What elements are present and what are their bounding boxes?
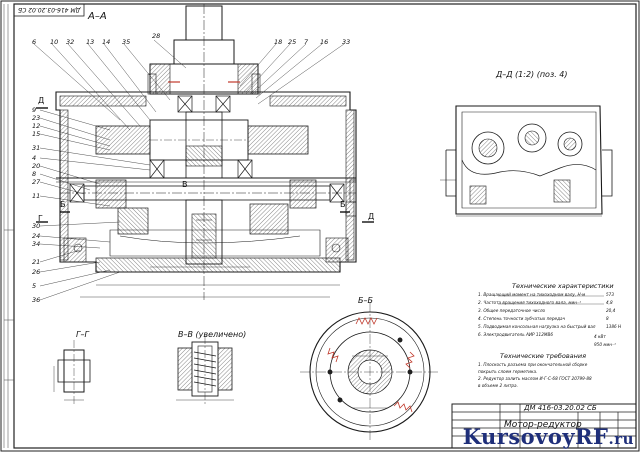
callout-number: 15 <box>32 130 41 138</box>
tech-req-line: 2. Редуктор залить маслом И-Г-С-68 ГОСТ … <box>478 376 592 381</box>
callout-number: 28 <box>152 32 161 40</box>
title-block-name: Мотор-редуктор <box>504 420 582 430</box>
section-aa-view <box>55 4 357 300</box>
callout-number: 30 <box>32 222 41 230</box>
title-block-designation: ДМ 416-03.20.02 СБ <box>524 404 597 412</box>
tech-char-value: 4,8 <box>606 300 613 305</box>
callout-number: 9 <box>32 106 37 114</box>
tech-char-line: 1. Вращающий момент на тихоходном валу, … <box>478 292 586 297</box>
callout-number: 14 <box>102 38 111 46</box>
leader-lines-left <box>33 39 345 301</box>
tech-char-value: 573 <box>606 292 614 297</box>
tech-char-value: 950 мин⁻¹ <box>594 342 616 347</box>
callout-number: 32 <box>66 38 75 46</box>
callout-number: 36 <box>32 296 41 304</box>
tech-char-heading: Технические характеристики <box>512 282 614 290</box>
callout-number: 26 <box>32 268 41 276</box>
callout-number: 10 <box>50 38 59 46</box>
tech-req-line: в объеме 2 литра. <box>478 383 518 388</box>
tech-char-line: 3. Общее передаточное число <box>478 308 546 313</box>
callout-number: 16 <box>320 38 329 46</box>
tech-req-line: 1. Плоскость разъема при окончательной с… <box>478 362 588 367</box>
callout-number: 12 <box>32 122 41 130</box>
callout-number: 7 <box>304 38 309 46</box>
section-letter-b-right: Б <box>340 200 346 209</box>
tech-char-line: 4. Степень точности зубчатых передач <box>478 316 566 321</box>
tech-char-line: 2. Частота вращения тихоходного вала, ми… <box>478 300 581 305</box>
section-aa-title: А–А <box>88 11 107 22</box>
kursovoyrf-logo[interactable]: KursovoyRF.ru <box>463 424 634 449</box>
section-dd-view <box>440 105 613 217</box>
section-letter-g: Г <box>38 214 43 223</box>
title-block <box>451 403 637 449</box>
tech-char-lines <box>498 295 604 305</box>
section-markers <box>36 107 374 223</box>
callout-number: 25 <box>288 38 297 46</box>
callout-number: 4 <box>32 154 37 162</box>
callout-number: 13 <box>86 38 95 46</box>
section-bb-title: Б–Б <box>358 296 373 305</box>
section-vv-view <box>176 336 234 404</box>
tech-char-value: 8 <box>606 316 609 321</box>
tech-char-line: 6. Электродвигатель АИР 112МВ6 <box>478 332 554 337</box>
section-gg-title: Г–Г <box>76 330 89 339</box>
callout-number: 5 <box>32 282 37 290</box>
watermark-main: KursovoyRF <box>462 424 609 449</box>
callout-number: 31 <box>32 144 41 152</box>
callout-number: 21 <box>32 258 41 266</box>
inner-frame <box>13 3 637 449</box>
callout-number: 33 <box>342 38 351 46</box>
tech-char-value: 1386 Н <box>606 324 622 329</box>
section-letter-v: В <box>182 180 188 189</box>
callout-number: 11 <box>32 192 41 200</box>
callout-number: 35 <box>122 38 131 46</box>
section-vv-title: В–В (увеличено) <box>178 330 247 339</box>
tech-req-line: покрыть слоем герметика. <box>478 369 538 374</box>
callout-number: 8 <box>32 170 37 178</box>
section-letter-d-left: Д <box>38 96 45 105</box>
section-letter-d-right: Д <box>368 212 375 221</box>
callout-number: 18 <box>274 38 283 46</box>
section-bb-view <box>300 302 440 442</box>
tech-req-heading: Технические требования <box>500 352 587 360</box>
tech-char-value: 20,4 <box>606 308 616 313</box>
watermark-tld: .ru <box>608 430 634 448</box>
tech-char-value: 4 кВт <box>594 334 606 339</box>
callout-number: 23 <box>32 114 41 122</box>
top-stamp-designation: ДМ 416-03.20.02 СБ <box>18 6 81 13</box>
callout-number: 27 <box>32 178 41 186</box>
section-gg-view <box>53 340 91 404</box>
section-letter-b-left: Б <box>60 200 66 209</box>
tech-char-line: 5. Подводимая консольная нагрузка на быс… <box>478 324 596 329</box>
callout-number: 24 <box>32 232 41 240</box>
callout-number: 6 <box>32 38 37 46</box>
section-dd-title: Д–Д (1:2) (поз. 4) <box>496 70 568 79</box>
callout-number: 34 <box>32 240 41 248</box>
callout-number: 20 <box>32 162 41 170</box>
